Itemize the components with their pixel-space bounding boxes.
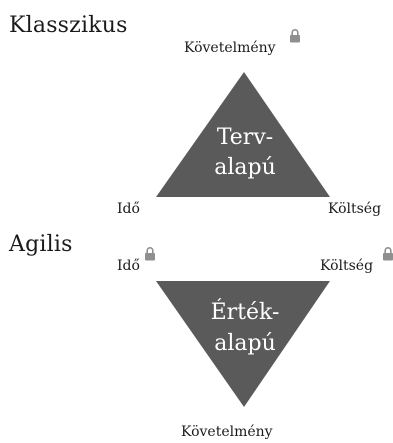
classic-center-line1: Terv- bbox=[216, 125, 274, 150]
classic-right-label: Költség bbox=[328, 201, 382, 217]
lock-icon bbox=[289, 29, 301, 44]
classic-left-label: Idő bbox=[117, 201, 140, 217]
classic-triangle bbox=[156, 72, 330, 197]
agile-triangle bbox=[156, 281, 330, 407]
classic-top-label: Követelmény bbox=[184, 40, 276, 56]
agile-center-line2: alapú bbox=[214, 331, 276, 356]
agile-center-line1: Érték- bbox=[210, 300, 280, 325]
agile-bottom-label: Követelmény bbox=[181, 424, 273, 440]
agile-right-label: Költség bbox=[320, 258, 374, 274]
classic-center-line2: alapú bbox=[214, 155, 276, 180]
agile-title: Agilis bbox=[9, 232, 73, 257]
lock-icon bbox=[382, 247, 393, 262]
agile-left-label: Idő bbox=[117, 258, 140, 274]
classic-title: Klasszikus bbox=[9, 13, 128, 38]
lock-icon bbox=[144, 247, 156, 262]
